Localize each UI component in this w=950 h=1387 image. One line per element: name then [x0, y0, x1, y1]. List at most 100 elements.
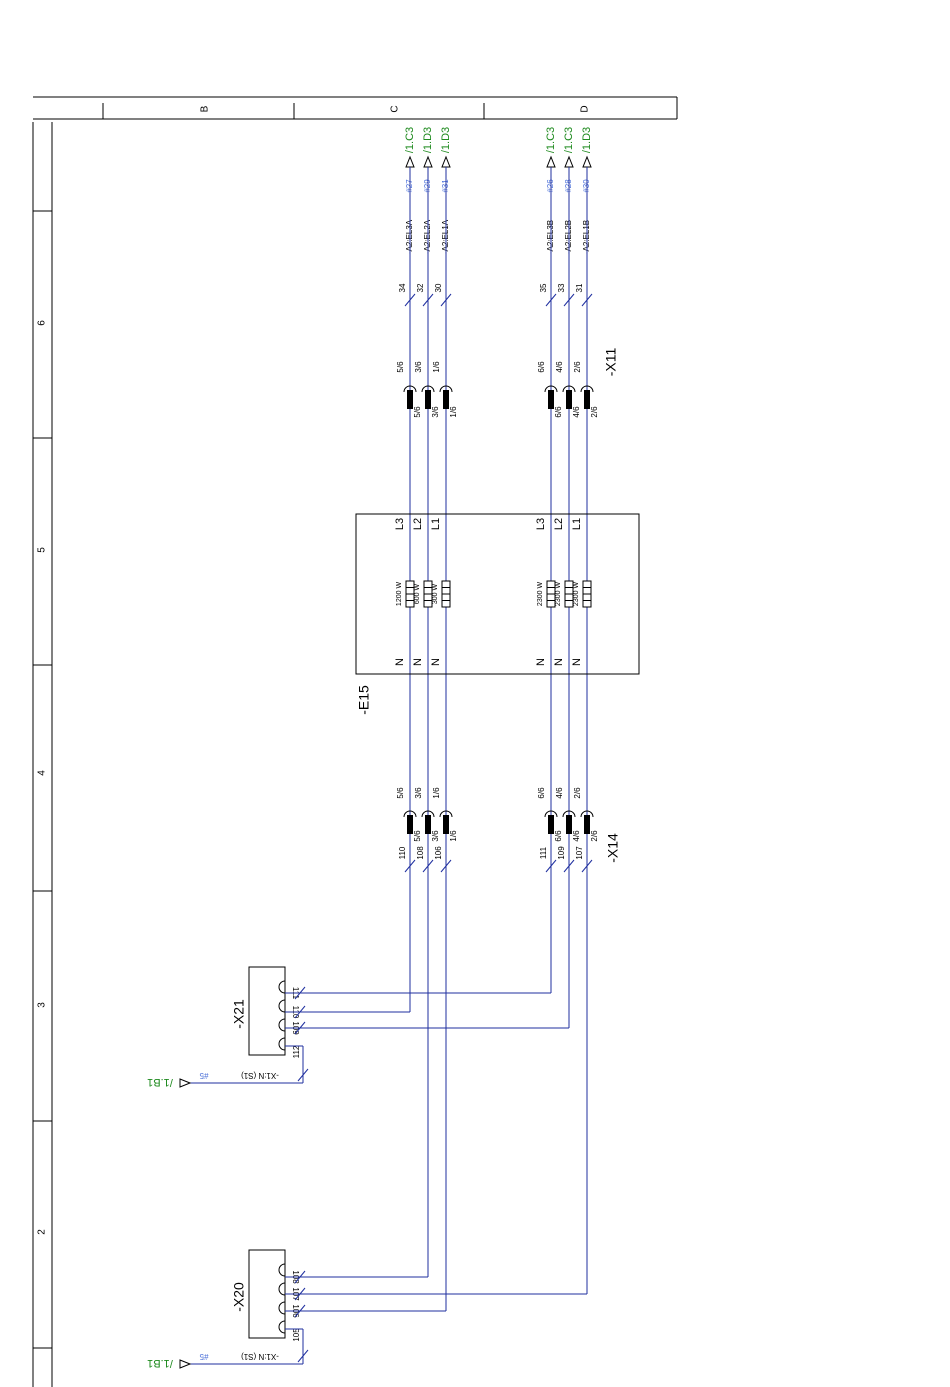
reference-arrow [179, 1078, 192, 1088]
terminal-arc [421, 810, 435, 818]
terminal-number: 6/6 [537, 787, 546, 799]
terminal-number: 4/6 [572, 830, 581, 842]
wire-number: #5 [199, 1352, 208, 1361]
column-label-b: B [200, 105, 211, 112]
terminal-strip-x21 [248, 966, 286, 1056]
neutral-label: N [412, 658, 424, 666]
wire-tick [297, 1349, 309, 1363]
phase-label: L1 [571, 518, 583, 530]
phase-label: L2 [412, 518, 424, 530]
terminal-number: 1/6 [449, 406, 458, 418]
cross-reference: /1.C3 [545, 127, 557, 153]
terminal-number: 1/6 [432, 361, 441, 373]
terminal-arc [580, 385, 594, 393]
conductor-number: 109 [557, 846, 566, 860]
terminal-number: 2/6 [590, 406, 599, 418]
terminal-number: 2/6 [573, 361, 582, 373]
terminal-number: 2/6 [590, 830, 599, 842]
terminal-number: 1/6 [449, 830, 458, 842]
strip-terminal-arc [278, 1263, 286, 1277]
row-label-3: 3 [37, 1002, 48, 1008]
cross-reference: /1.D3 [422, 127, 434, 153]
wire-tick [294, 1005, 306, 1019]
reference-arrow [423, 155, 433, 168]
terminal-number: 4/6 [555, 361, 564, 373]
column-label-c: C [390, 105, 401, 112]
reference-arrow [441, 155, 451, 168]
terminal-block [584, 390, 590, 409]
conductor-number: 33 [557, 283, 566, 292]
heater-power: 300 W [432, 583, 439, 604]
reference-arrow [582, 155, 592, 168]
conductor-number: 107 [575, 846, 584, 860]
wire-tick [294, 1287, 306, 1301]
strip-terminal-arc [278, 1282, 286, 1296]
terminal-number: 1/6 [432, 787, 441, 799]
strip-terminal-number: 105 [292, 1328, 301, 1342]
terminal-block [407, 815, 413, 834]
wire-tick [440, 859, 452, 873]
reference-arrow [179, 1359, 192, 1369]
wire-tick [440, 293, 452, 307]
component-e15-box [355, 513, 640, 675]
component-x20-label: -X20 [231, 1282, 247, 1312]
conductor-number: 111 [539, 846, 548, 859]
phase-label: L2 [553, 518, 565, 530]
cross-reference: /1.C3 [563, 127, 575, 153]
conductor-number: 32 [416, 283, 425, 292]
wire-number: #5 [199, 1071, 208, 1080]
neutral-label: N [553, 658, 565, 666]
column-label-d: D [580, 105, 591, 112]
row-label-5: 5 [37, 547, 48, 553]
conductor-number: 106 [434, 846, 443, 860]
wire-tick [294, 1021, 306, 1035]
cross-reference: /1.C3 [404, 127, 416, 153]
terminal-number: 4/6 [572, 406, 581, 418]
terminal-arc [544, 385, 558, 393]
conductor-number: 108 [416, 846, 425, 860]
wire-tick [563, 859, 575, 873]
neutral-source-label: -X1:N (S1) [241, 1352, 279, 1361]
terminal-number: 4/6 [555, 787, 564, 799]
terminal-arc [544, 810, 558, 818]
conductor-number: 30 [434, 283, 443, 292]
terminal-number: 5/6 [413, 406, 422, 418]
heater-power: 2300 W [573, 582, 580, 607]
wire-tick [404, 293, 416, 307]
terminal-block [425, 390, 431, 409]
strip-terminal-arc [278, 1018, 286, 1032]
conductor-number: 31 [575, 283, 584, 292]
wire-tick [545, 859, 557, 873]
terminal-number: 6/6 [554, 830, 563, 842]
cross-reference: /1.B1 [147, 1357, 173, 1369]
strip-terminal-arc [278, 1320, 286, 1334]
cross-reference: /1.D3 [440, 127, 452, 153]
reference-arrow [546, 155, 556, 168]
terminal-block [548, 390, 554, 409]
terminal-arc [439, 385, 453, 393]
phase-label: L3 [535, 518, 547, 530]
neutral-source-label: -X1:N (S1) [241, 1071, 279, 1080]
cross-reference: /1.D3 [581, 127, 593, 153]
terminal-arc [562, 385, 576, 393]
terminal-block [407, 390, 413, 409]
terminal-block [584, 815, 590, 834]
terminal-number: 3/6 [414, 361, 423, 373]
conductor-number: 34 [398, 283, 407, 292]
wire-tick [297, 1068, 309, 1082]
heater-power: 2300 W [537, 582, 544, 607]
wire-tick [422, 859, 434, 873]
cross-reference: /1.B1 [147, 1076, 173, 1088]
strip-terminal-arc [278, 980, 286, 994]
terminal-arc [580, 810, 594, 818]
terminal-number: 5/6 [396, 361, 405, 373]
component-x14-label: -X14 [605, 833, 621, 863]
terminal-block [548, 815, 554, 834]
neutral-label: N [571, 658, 583, 666]
terminal-arc [403, 810, 417, 818]
conductor-number: 110 [398, 846, 407, 859]
strip-terminal-arc [278, 1301, 286, 1315]
terminal-block [443, 390, 449, 409]
heater-power: 600 W [414, 583, 421, 604]
